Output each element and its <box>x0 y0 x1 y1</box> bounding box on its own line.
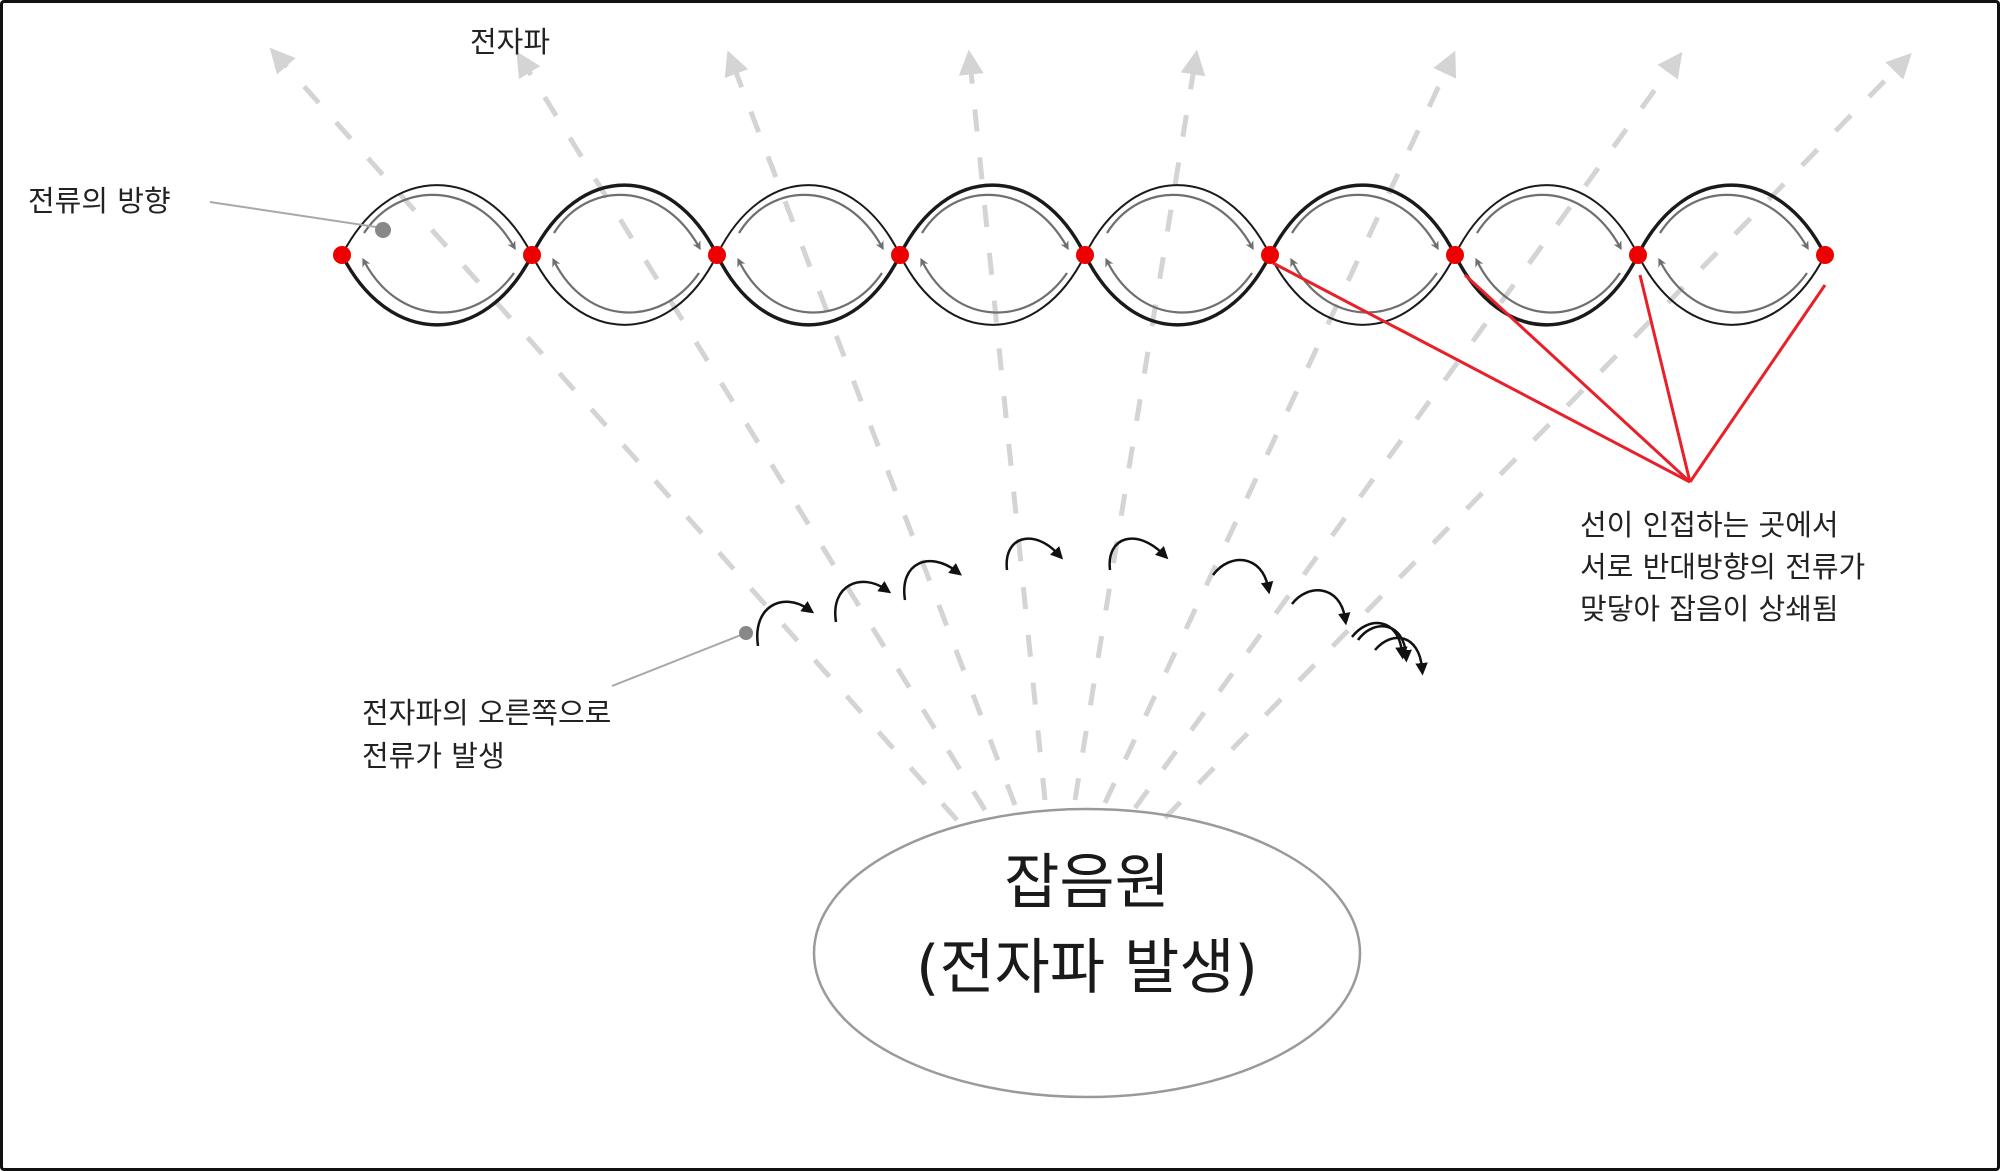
induced-current-arrow <box>903 560 962 601</box>
contact-points <box>333 246 1834 264</box>
contact-point <box>708 246 726 264</box>
current-direction-arrow-lower <box>1475 257 1621 314</box>
current-direction-arrow-upper <box>738 193 884 251</box>
induced-current-arrow <box>1374 636 1428 676</box>
em-wave-label: 전자파 <box>470 25 550 59</box>
em-wave-ray <box>958 49 1048 801</box>
contact-point <box>333 246 351 264</box>
current-direction-arrow-lower <box>737 257 883 314</box>
twisted-wire-upper <box>716 184 901 256</box>
twisted-wire-upper <box>530 183 719 256</box>
twisted-wire-lower <box>1269 254 1456 326</box>
twisted-wire-upper <box>898 183 1087 256</box>
twisted-wire-lower <box>1453 254 1640 327</box>
cancel-caption-line-2: 서로 반대방향의 전류가 <box>1580 550 1865 584</box>
current-direction-arrow-upper <box>1659 193 1809 251</box>
contact-point <box>523 246 541 264</box>
twisted-wire-upper <box>1636 183 1827 256</box>
contact-point <box>1076 246 1094 264</box>
noise-cancel-indicator-lines <box>1272 261 1827 484</box>
cancel-indicator-line <box>1688 284 1827 483</box>
induced-current-arrow <box>756 600 815 647</box>
em-wave-ray <box>1163 53 1912 820</box>
current-direction-arrow-upper <box>921 193 1069 251</box>
induced-current-arrow <box>1108 537 1169 571</box>
contact-point <box>1261 246 1279 264</box>
induced-current-pointer-line <box>611 632 747 687</box>
induced-current-arrow <box>1356 625 1412 663</box>
twisted-wire-lower <box>715 254 902 327</box>
induced-current-pointer-dot <box>739 626 753 640</box>
current-direction-pointer-line <box>209 201 384 229</box>
twisted-wire-lower <box>899 254 1086 326</box>
em-wave-ray <box>1132 51 1683 810</box>
current-direction-arrow-upper <box>363 193 516 251</box>
current-direction-arrow-lower <box>920 257 1068 314</box>
induced-current-caption-line-1: 전자파의 오른쪽으로 <box>362 696 611 730</box>
induced-current-arrow <box>834 580 892 623</box>
current-direction-arrow-upper <box>1476 193 1622 251</box>
contact-point <box>1816 246 1834 264</box>
contact-point <box>1629 246 1647 264</box>
current-direction-arrow-lower <box>1290 257 1438 314</box>
cancel-indicator-line <box>1638 274 1692 483</box>
twisted-wire-upper <box>1454 184 1639 256</box>
twisted-wire-upper <box>341 184 533 256</box>
twisted-wire-upper <box>1084 184 1271 256</box>
noise-source-title: 잡음원 <box>1004 848 1170 918</box>
current-direction-arrow-upper <box>1291 193 1439 251</box>
induced-current-arrow <box>1005 537 1064 571</box>
current-direction-arrow-upper <box>1106 193 1254 251</box>
twisted-wire-lower <box>531 254 718 326</box>
current-direction-pointer-dot <box>375 222 391 238</box>
contact-point <box>891 246 909 264</box>
current-direction-arrow-lower <box>552 257 700 314</box>
current-direction-arrow-lower <box>362 257 515 314</box>
noise-source-subtitle: (전자파 발생) <box>916 933 1258 1003</box>
induced-current-caption-line-2: 전류가 발생 <box>362 739 505 773</box>
induced-current-arrow <box>1291 589 1351 626</box>
noise-source-ellipse <box>812 807 1362 1099</box>
em-wave-rays <box>269 47 1912 822</box>
cancel-indicator-line <box>1463 273 1692 484</box>
current-direction-arrow-lower <box>1105 257 1253 314</box>
induced-current-arrow <box>1211 558 1274 595</box>
induced-current-arrow <box>1351 621 1408 660</box>
cancel-caption-line-1: 선이 인접하는 곳에서 <box>1580 508 1839 542</box>
twisted-pair-cable <box>340 183 1827 327</box>
twisted-wire-upper <box>1268 183 1457 256</box>
cancel-indicator-line <box>1272 261 1691 484</box>
em-wave-ray <box>1072 49 1206 801</box>
contact-point <box>1446 246 1464 264</box>
current-direction-label: 전류의 방향 <box>28 184 171 218</box>
twisted-wire-lower <box>340 254 534 327</box>
twisted-wire-lower <box>1083 254 1272 327</box>
em-wave-ray <box>516 51 988 812</box>
current-direction-arrow-lower <box>1658 257 1808 314</box>
current-direction-arrow-upper <box>553 193 701 251</box>
cancel-caption-line-3: 맞닿아 잡음이 상쇄됨 <box>1580 592 1839 626</box>
twisted-wire-lower <box>1637 254 1826 326</box>
em-wave-ray <box>1102 50 1457 805</box>
induced-current-arrows <box>756 537 1428 676</box>
em-wave-ray <box>724 50 1018 806</box>
